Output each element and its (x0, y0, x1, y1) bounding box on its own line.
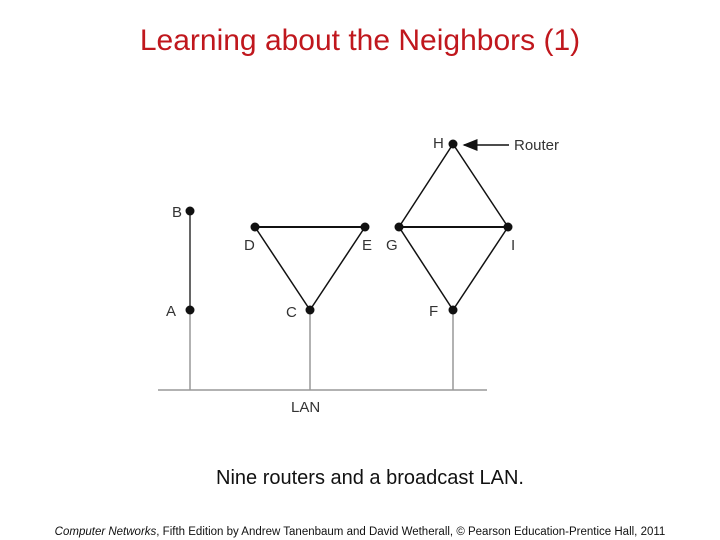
link-e-c (309, 226, 366, 311)
link-h-i (452, 143, 509, 228)
router-c (305, 305, 315, 315)
lan-label: LAN (291, 399, 320, 416)
label-b: B (172, 204, 182, 221)
footer-credit: , Fifth Edition by Andrew Tanenbaum and … (156, 526, 666, 538)
label-g: G (386, 237, 398, 254)
router-annotation: Router (514, 137, 559, 154)
router-b (185, 206, 195, 216)
label-h: H (433, 135, 444, 152)
label-i: I (511, 237, 515, 254)
figure-caption: Nine routers and a broadcast LAN. (216, 467, 524, 489)
slide-footer: Computer Networks, Fifth Edition by Andr… (0, 526, 720, 538)
router-h (448, 139, 458, 149)
router-d (250, 222, 260, 232)
router-g (394, 222, 404, 232)
router-f (448, 305, 458, 315)
label-f: F (429, 303, 438, 320)
label-e: E (362, 237, 372, 254)
link-h-g (398, 143, 454, 228)
router-i (503, 222, 513, 232)
label-a: A (166, 303, 176, 320)
link-i-f (452, 226, 509, 311)
label-d: D (244, 237, 255, 254)
label-c: C (286, 304, 297, 321)
router-a (185, 305, 195, 315)
link-g-f (398, 226, 454, 311)
footer-book-title: Computer Networks (54, 526, 157, 538)
slide-title: Learning about the Neighbors (1) (139, 24, 581, 57)
router-e (360, 222, 370, 232)
link-d-c (254, 226, 311, 311)
